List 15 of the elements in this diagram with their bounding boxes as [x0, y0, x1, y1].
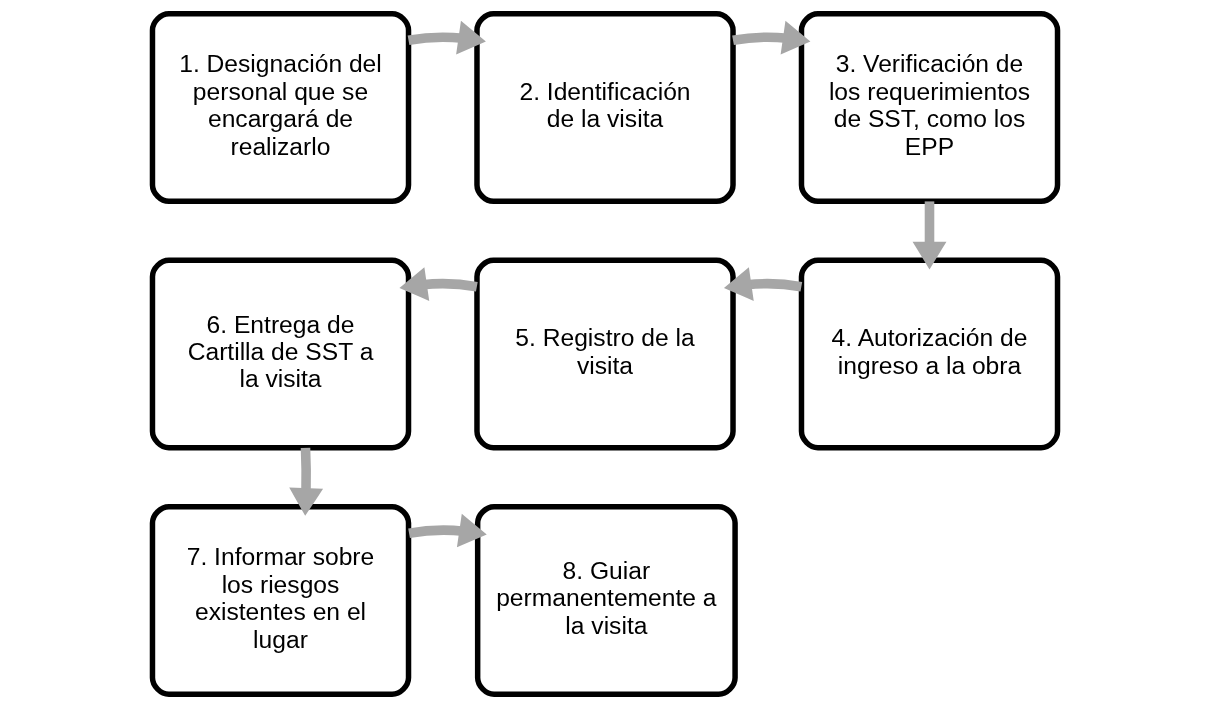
node-box: 1. Designación del personal que se encargará de realizarlo — [149, 11, 411, 205]
node-box: 4. Autorización de ingreso a la obra — [798, 257, 1060, 451]
node-box: 7. Informar sobre los riesgos existentes en el lugar — [149, 503, 411, 697]
arrow — [407, 20, 486, 55]
arrow — [288, 447, 323, 516]
arrow — [407, 513, 487, 548]
arrow — [912, 201, 946, 270]
node-box: 8. Guiar permanentemente a la visita — [474, 503, 738, 697]
node-box: 6. Entrega de Cartilla de SST a la visita — [149, 257, 411, 451]
arrow — [731, 20, 810, 55]
arrow — [723, 267, 802, 301]
node-box: 3. Verificación de los requerimientos de SST, como los EPP — [798, 11, 1060, 205]
arrow — [398, 267, 478, 301]
node-box: 2. Identificación de la visita — [473, 11, 736, 205]
node-box: 5. Registro de la visita — [473, 257, 736, 451]
